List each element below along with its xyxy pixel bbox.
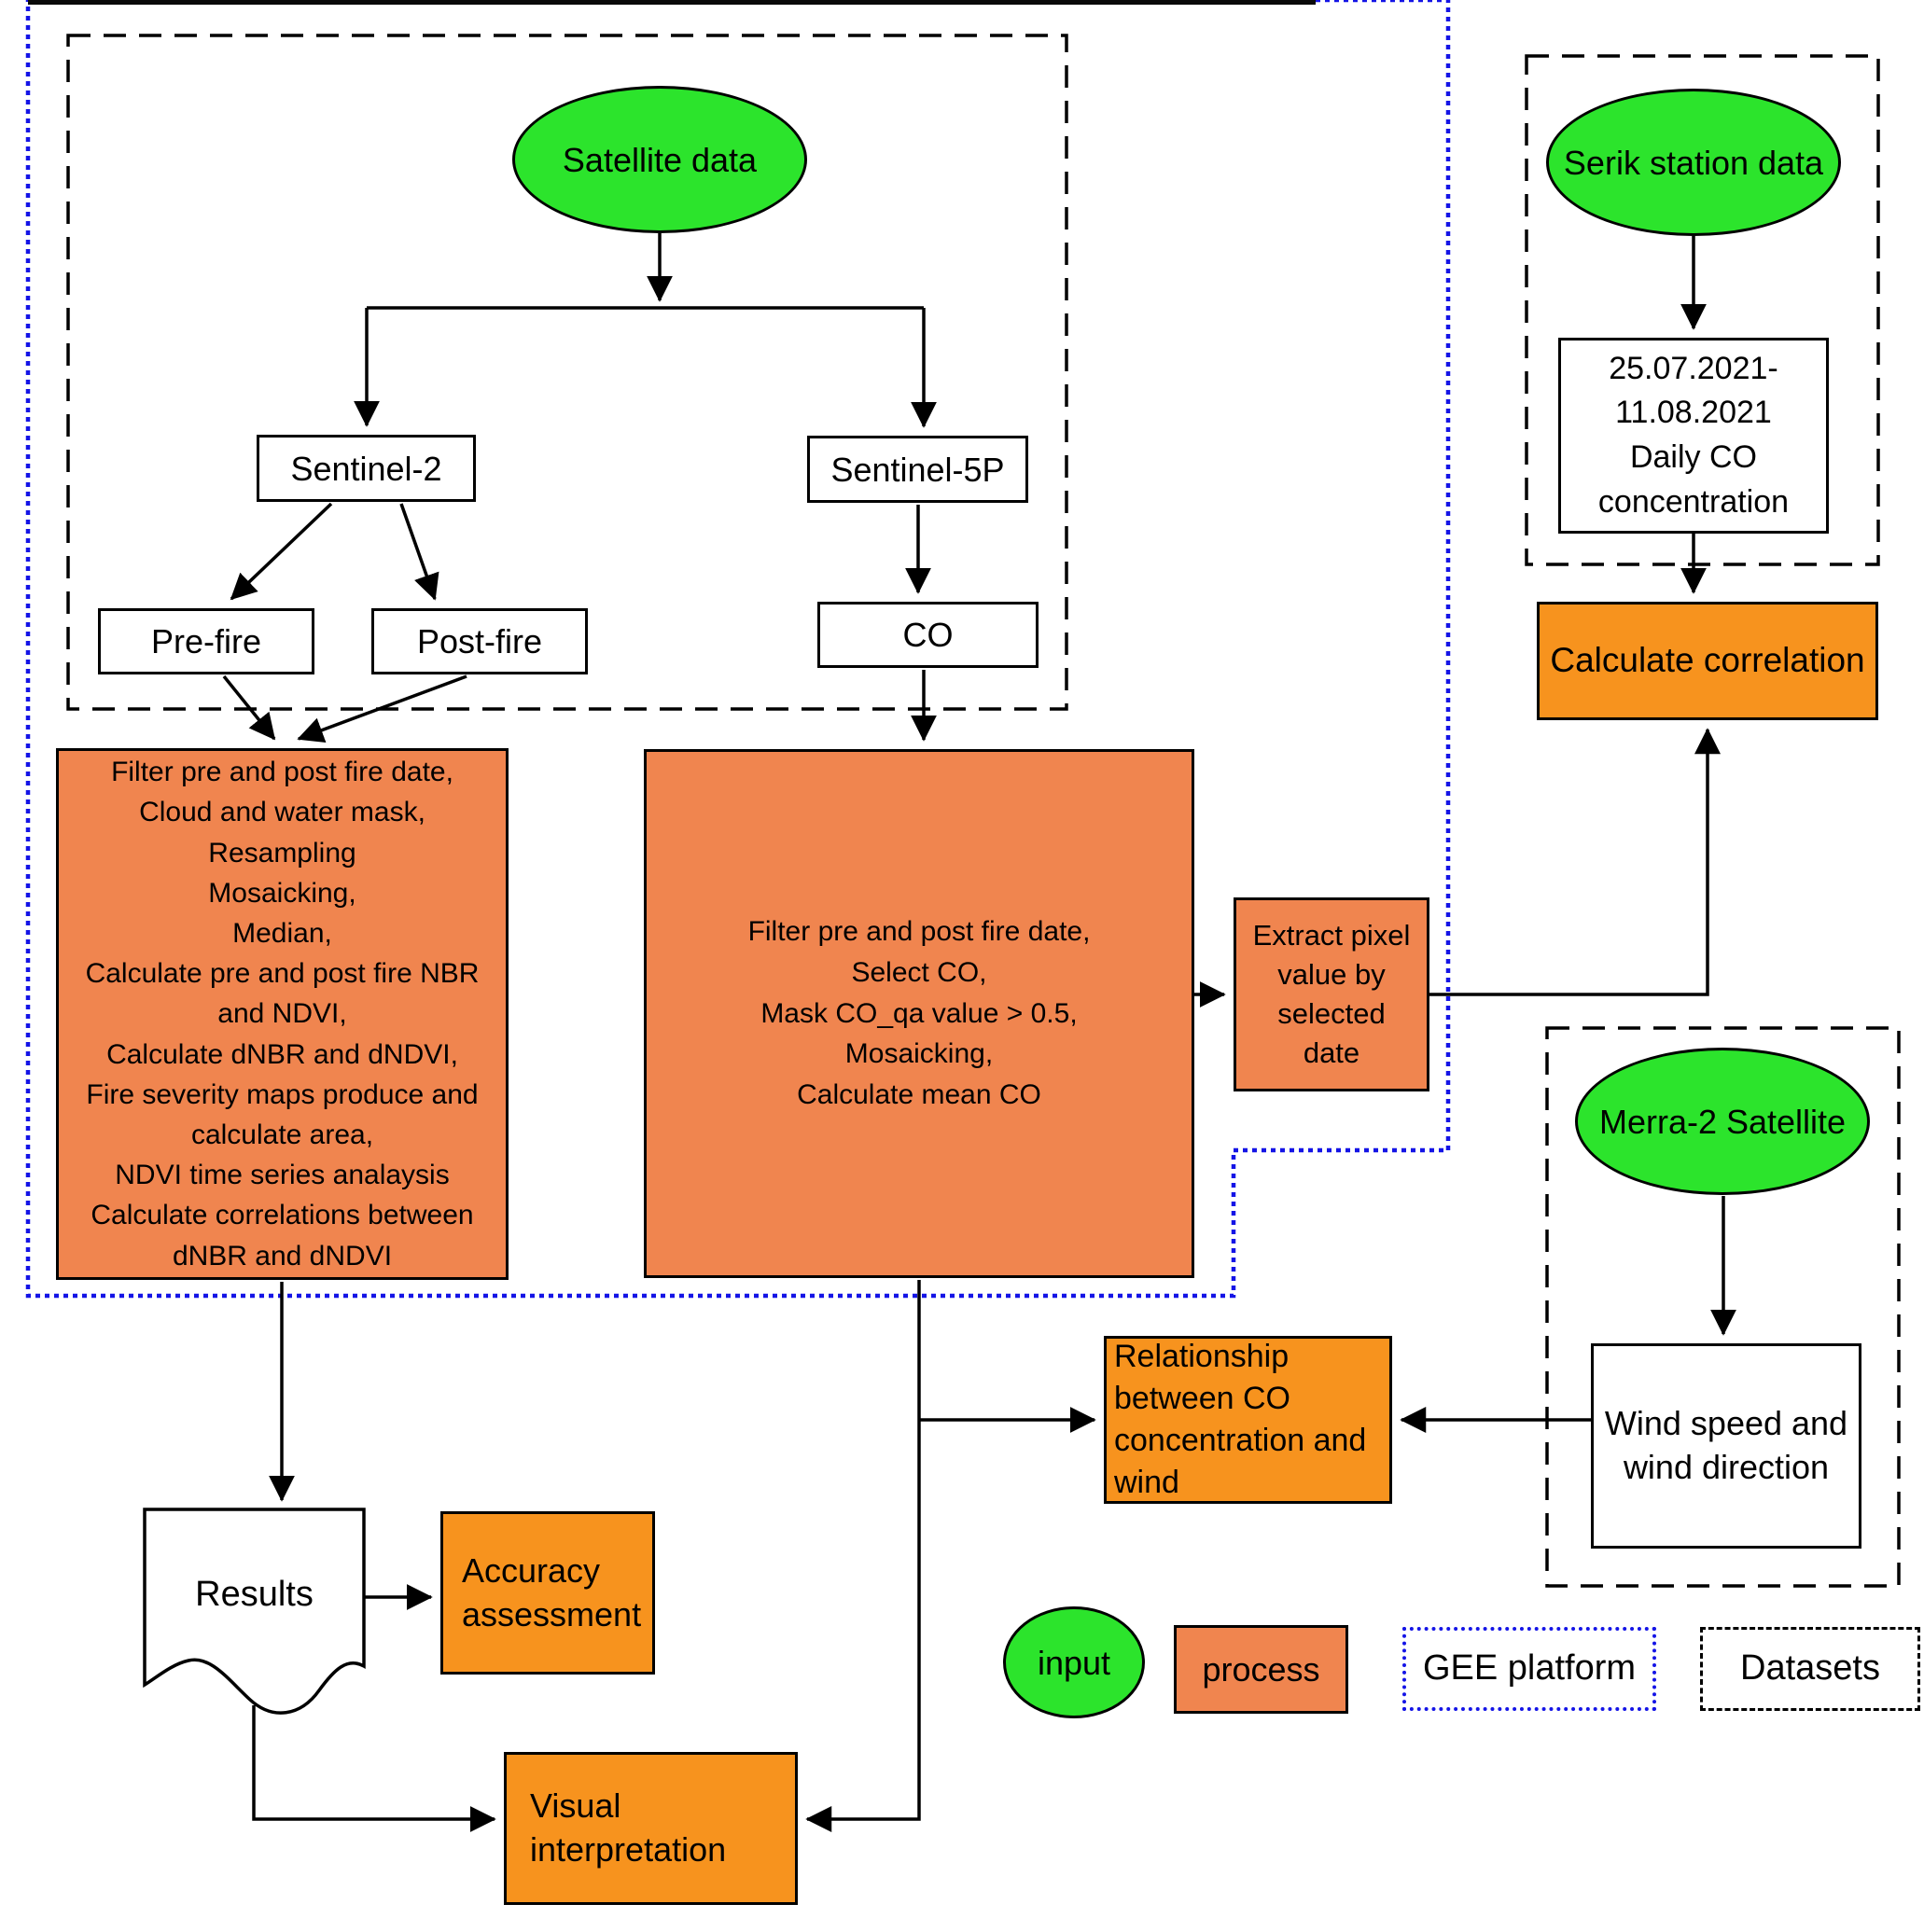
arrow-sentinel2-to-prefire (230, 502, 333, 601)
merra2-label: Merra-2 Satellite (1598, 1102, 1847, 1141)
line-processing-to-visual (805, 1280, 921, 1832)
merra-dataset-border (1545, 1026, 1901, 1588)
legend-input: input (1003, 1606, 1145, 1718)
visual-interpretation-box: Visual interpretation (504, 1752, 798, 1905)
prefire-box: Pre-fire (98, 608, 314, 674)
serik-station-input: Serik station data (1546, 89, 1841, 236)
satellite-data-label: Satellite data (562, 140, 758, 179)
legend-datasets-label: Datasets (1740, 1648, 1880, 1689)
arrow-prefire-to-processing (222, 674, 276, 741)
co-box: CO (817, 602, 1039, 668)
co-label: CO (902, 616, 954, 654)
satellite-datasets-border (66, 34, 1068, 711)
top-clipped-line (28, 0, 1316, 5)
line-results-to-visual (252, 1705, 496, 1832)
sentinel5p-processing-box: Filter pre and post fire date, Select CO… (644, 749, 1194, 1278)
serik-station-label: Serik station data (1563, 143, 1824, 182)
legend-datasets: Datasets (1700, 1627, 1920, 1711)
legend-input-label: input (1037, 1643, 1111, 1682)
serik-dataset-border (1525, 54, 1880, 566)
postfire-box: Post-fire (371, 608, 588, 674)
sentinel2-processing-text: Filter pre and post fire date, Cloud and… (85, 757, 480, 1272)
arrow-postfire-to-processing (297, 674, 467, 743)
sentinel5p-processing-text: Filter pre and post fire date, Select CO… (747, 916, 1091, 1111)
line-extract-to-correlation (1429, 728, 1721, 996)
sentinel2-processing-box: Filter pre and post fire date, Cloud and… (56, 748, 509, 1280)
legend-gee-platform: GEE platform (1402, 1627, 1656, 1711)
daily-co-label: 25.07.2021- 11.08.2021 Daily CO concentr… (1597, 350, 1790, 520)
accuracy-assessment-label: Accuracy assessment (462, 1550, 642, 1633)
postfire-label: Post-fire (416, 622, 543, 660)
results-document-shape (143, 1508, 366, 1715)
legend-gee-platform-label: GEE platform (1422, 1648, 1637, 1689)
gee-platform-border (25, 0, 1451, 1299)
legend-process-label: process (1202, 1650, 1320, 1689)
results-label: Results (149, 1535, 359, 1656)
visual-interpretation-label: Visual interpretation (530, 1786, 727, 1869)
merra2-input: Merra-2 Satellite (1575, 1048, 1870, 1195)
sentinel2-box: Sentinel-2 (257, 435, 476, 502)
accuracy-assessment-box: Accuracy assessment (440, 1511, 655, 1675)
wind-box: Wind speed and wind direction (1591, 1343, 1861, 1549)
calculate-correlation-label: Calculate correlation (1550, 641, 1865, 680)
sentinel5p-label: Sentinel-5P (830, 450, 1005, 489)
extract-pixel-text: Extract pixel value by selected date (1252, 919, 1411, 1069)
extract-pixel-box: Extract pixel value by selected date (1234, 897, 1429, 1091)
sentinel2-label: Sentinel-2 (290, 449, 442, 488)
daily-co-box: 25.07.2021- 11.08.2021 Daily CO concentr… (1558, 338, 1829, 534)
wind-label: Wind speed and wind direction (1604, 1404, 1848, 1486)
calculate-correlation-box: Calculate correlation (1537, 602, 1878, 720)
satellite-data-input: Satellite data (512, 86, 807, 233)
relationship-text: Relationship between CO concentration an… (1114, 1339, 1367, 1500)
results-text: Results (195, 1575, 314, 1615)
relationship-box: Relationship between CO concentration an… (1104, 1336, 1392, 1504)
prefire-label: Pre-fire (150, 622, 262, 660)
arrow-sentinel2-to-postfire (399, 503, 439, 601)
sentinel5p-box: Sentinel-5P (807, 436, 1028, 503)
legend-process: process (1174, 1625, 1348, 1714)
